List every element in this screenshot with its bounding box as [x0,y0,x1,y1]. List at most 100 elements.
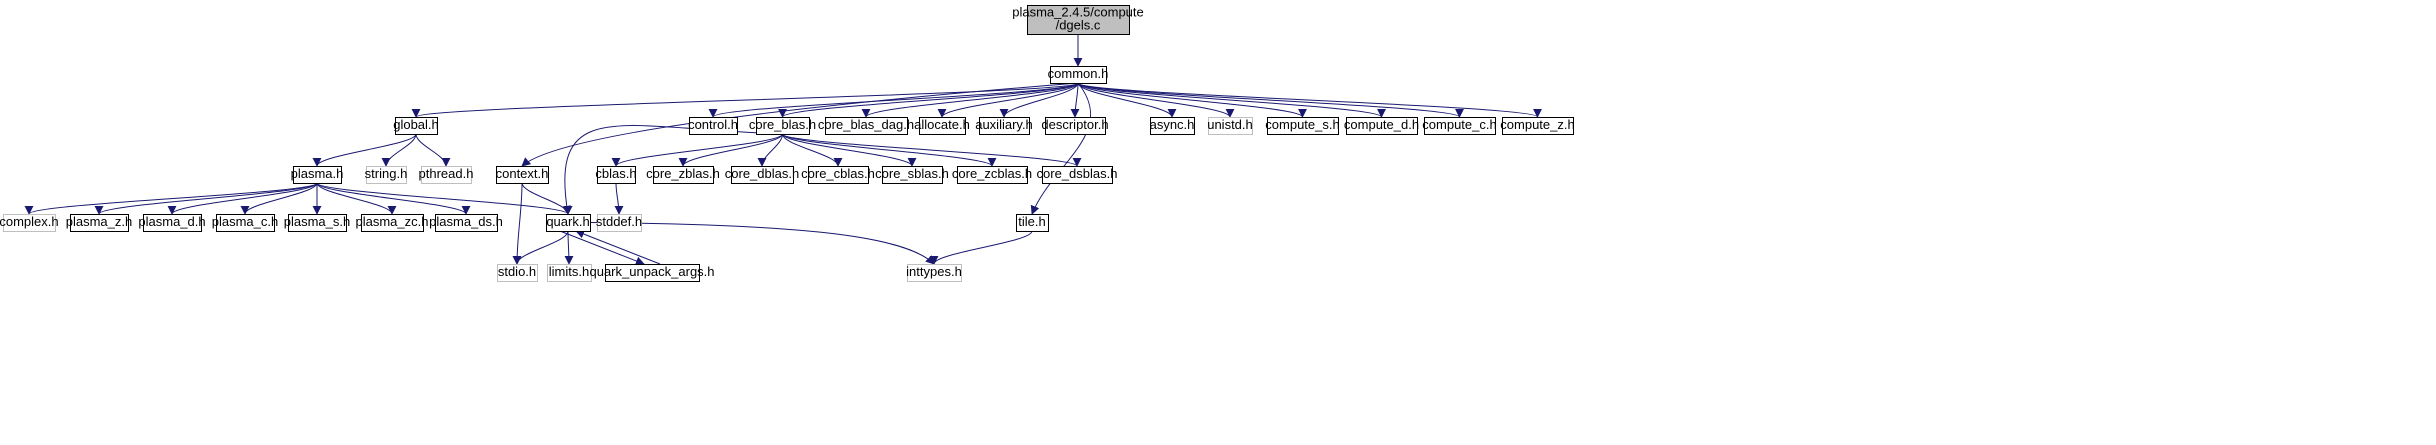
node-cblas[interactable]: cblas.h [595,166,637,184]
node-compute_z[interactable]: compute_z.h [1500,117,1575,135]
root-node: plasma_2.4.5/compute/dgels.c [1012,5,1144,35]
node-core_blas_dag[interactable]: core_blas_dag.h [818,117,914,135]
context-box [496,166,549,184]
core_cblas-box [808,166,869,184]
node-pthread[interactable]: pthread.h [419,166,474,184]
node-compute_s[interactable]: compute_s.h [1265,117,1340,135]
stdio-label: stdio.h [498,264,536,279]
quark-box [546,214,591,232]
edge-common-to-compute_s [1077,82,1307,118]
node-core_zcblas[interactable]: core_zcblas.h [952,166,1032,184]
quark_unpack_args-box [605,264,700,282]
edge-plasma-to-plasma_z [94,182,318,215]
edge-common-to-tile [1030,82,1092,215]
node-descriptor[interactable]: descriptor.h [1041,117,1109,135]
compute_c-label: compute_c.h [1422,117,1496,132]
plasma_zc-box [361,214,424,232]
edge-global-to-plasma [312,133,417,167]
node-core_dblas[interactable]: core_dblas.h [725,166,799,184]
plasma_z-box [70,214,129,232]
edge-cblas-to-stddef [614,182,624,215]
edge-core_blas-to-core_zblas [678,133,783,167]
core_sblas-label: core_sblas.h [875,166,949,181]
plasma_c-box [216,214,275,232]
node-core_cblas[interactable]: core_cblas.h [801,166,875,184]
compute_d-label: compute_d.h [1344,117,1419,132]
edge-plasma-to-plasma_c [240,182,318,215]
cblas-box [597,166,636,184]
node-compute_d[interactable]: compute_d.h [1344,117,1419,135]
edge-quark-to-limits [564,230,574,265]
edge-common-to-compute_z [1077,82,1542,118]
context-label: context.h [496,166,549,181]
root-box [1027,5,1130,35]
core_cblas-label: core_cblas.h [801,166,875,181]
node-context[interactable]: context.h [496,166,549,184]
inttypes-label: inttypes.h [906,264,962,279]
common-box [1050,66,1107,84]
node-core_dsblas[interactable]: core_dsblas.h [1037,166,1118,184]
node-core_zblas[interactable]: core_zblas.h [646,166,720,184]
node-async[interactable]: async.h [1150,117,1195,135]
unistd-label: unistd.h [1207,117,1253,132]
node-allocate[interactable]: allocate.h [914,117,970,135]
complex-label: complex.h [0,214,59,229]
node-plasma_s[interactable]: plasma_s.h [284,214,350,232]
node-plasma[interactable]: plasma.h [291,166,344,184]
auxiliary-box [979,117,1030,135]
node-stdio[interactable]: stdio.h [497,264,538,282]
string-box [366,166,407,184]
node-plasma_ds[interactable]: plasma_ds.h [429,214,503,232]
node-plasma_zc[interactable]: plasma_zc.h [356,214,429,232]
node-stddef[interactable]: stddef.h [596,214,642,232]
node-global[interactable]: global.h [393,117,439,135]
edge-common-to-core_blas_dag [861,82,1079,118]
async-label: async.h [1150,117,1195,132]
node-plasma_d[interactable]: plasma_d.h [138,214,206,232]
edges-layer [24,33,1542,266]
stddef-label: stddef.h [596,214,642,229]
node-control[interactable]: control.h [688,117,738,135]
nodes-layer: plasma_2.4.5/compute/dgels.c common.h glob… [0,5,1575,282]
node-plasma_c[interactable]: plasma_c.h [212,214,278,232]
allocate-box [919,117,966,135]
node-complex[interactable]: complex.h [0,214,59,232]
edge-common-to-unistd [1077,82,1235,118]
allocate-label: allocate.h [914,117,970,132]
edge-common-to-compute_d [1077,82,1386,118]
edge-context-to-quark [521,182,573,215]
node-string[interactable]: string.h [365,166,408,184]
node-quark_unpack_args[interactable]: quark_unpack_args.h [589,264,715,282]
compute_c-box [1424,117,1496,135]
node-core_sblas[interactable]: core_sblas.h [875,166,949,184]
node-plasma_z[interactable]: plasma_z.h [66,214,132,232]
plasma_ds-box [435,214,498,232]
global-box [395,117,438,135]
node-limits[interactable]: limits.h [547,264,592,282]
node-inttypes[interactable]: inttypes.h [906,264,962,282]
node-unistd[interactable]: unistd.h [1207,117,1253,135]
descriptor-label: descriptor.h [1041,117,1108,132]
stddef-box [597,214,642,232]
node-tile[interactable]: tile.h [1016,214,1049,232]
node-quark[interactable]: quark.h [546,214,591,232]
node-compute_c[interactable]: compute_c.h [1422,117,1497,135]
edge-core_blas-to-core_sblas [782,133,917,167]
auxiliary-label: auxiliary.h [975,117,1033,132]
edge-quark-to-inttypes [589,222,935,265]
node-core_blas[interactable]: core_blas.h [749,117,816,135]
cblas-label: cblas.h [595,166,636,181]
limits-label: limits.h [549,264,589,279]
control-box [689,117,738,135]
plasma-box [293,166,342,184]
edge-common-to-control [708,82,1079,118]
node-common[interactable]: common.h [1048,66,1109,84]
edge-quark-to-quark_unpack_args [559,230,645,266]
stdio-box [497,264,538,282]
edge-common-to-compute_c [1077,82,1464,118]
node-auxiliary[interactable]: auxiliary.h [975,117,1033,135]
core_zblas-label: core_zblas.h [646,166,720,181]
quark_unpack_args-label: quark_unpack_args.h [589,264,714,279]
